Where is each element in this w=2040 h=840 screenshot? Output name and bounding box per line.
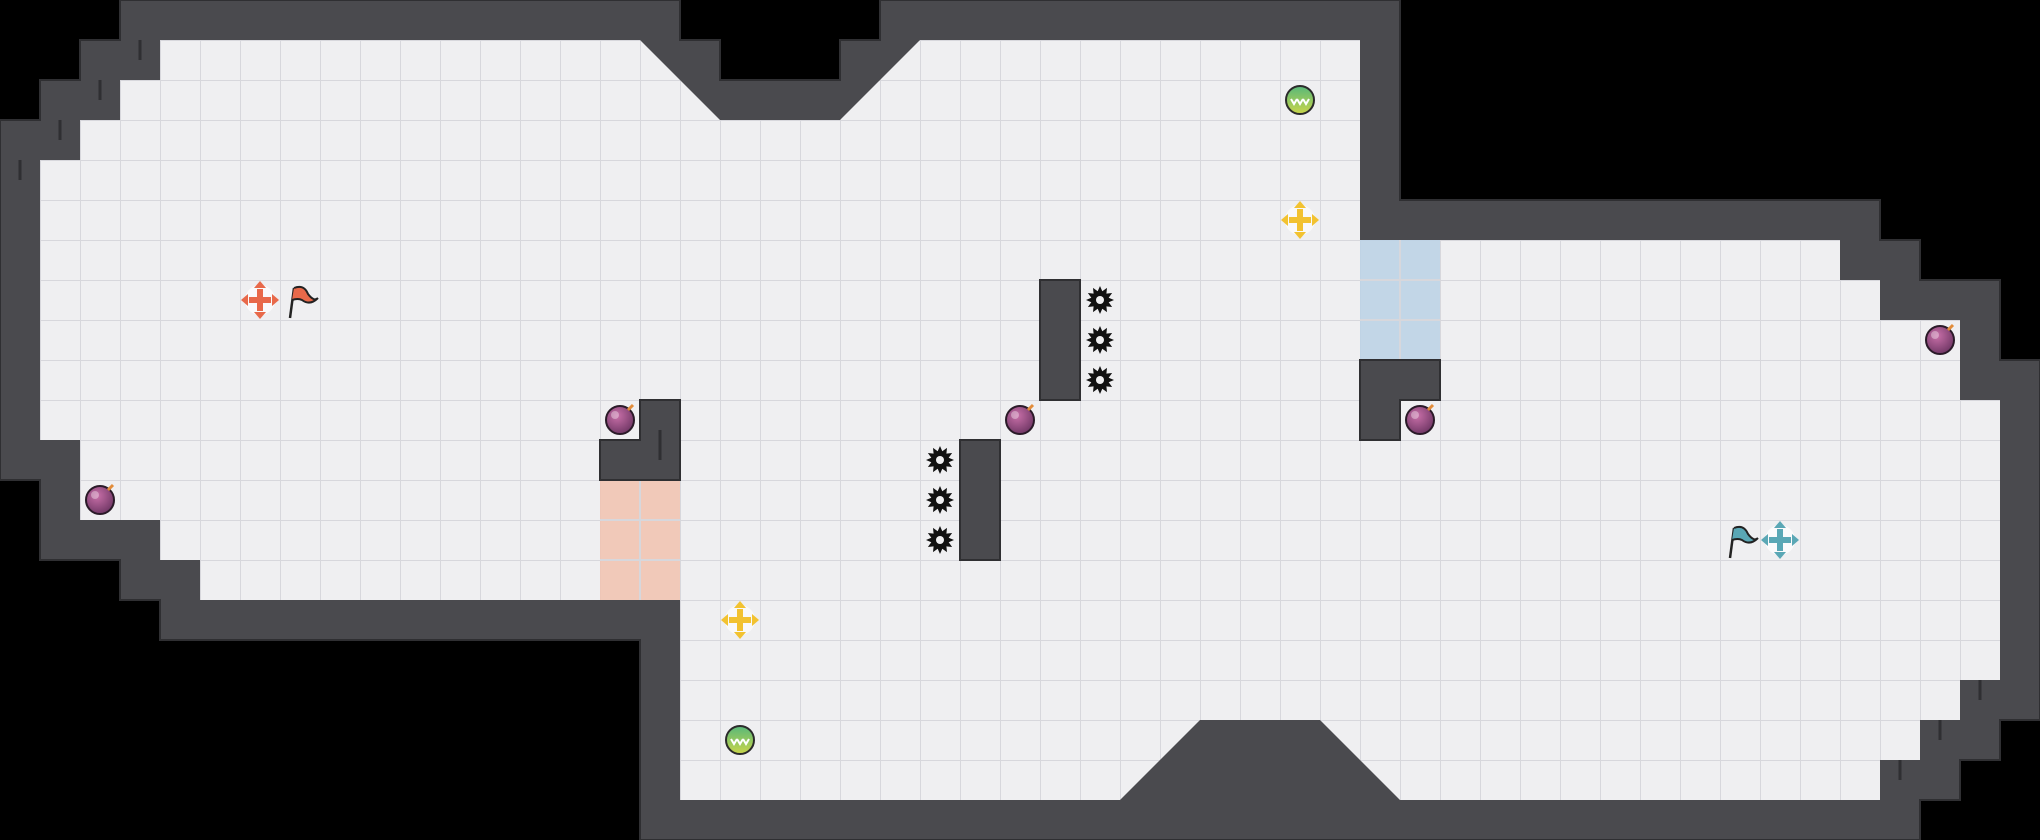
yellow-plus-icon <box>1281 201 1319 239</box>
bomb-icon <box>85 483 115 515</box>
bomb-icon <box>1005 403 1035 435</box>
red-flag-icon <box>288 285 319 319</box>
bomb-icon <box>1925 323 1955 355</box>
bomb-icon <box>1405 403 1435 435</box>
red-spawn-marker-icon <box>241 281 279 319</box>
spike-icon <box>1086 326 1114 354</box>
blue-spawn-marker-icon <box>1761 521 1799 559</box>
spike-icon <box>926 446 954 474</box>
spike-icon <box>926 486 954 514</box>
spike-icon <box>1086 366 1114 394</box>
wall-pillar-upper <box>1039 279 1081 401</box>
spike-icon <box>926 526 954 554</box>
wall-pillar-lower <box>959 439 1001 561</box>
speed-boost-icon <box>1285 85 1315 115</box>
spike-icon <box>1086 286 1114 314</box>
blue-flag-icon <box>1728 525 1759 559</box>
speed-boost-icon <box>725 725 755 755</box>
bomb-icon <box>605 403 635 435</box>
wall-block-right <box>1359 359 1441 441</box>
wall-details <box>18 40 1982 780</box>
zone-grid <box>600 240 1440 600</box>
yellow-plus-icon <box>721 601 759 639</box>
items-layer <box>85 85 1955 755</box>
